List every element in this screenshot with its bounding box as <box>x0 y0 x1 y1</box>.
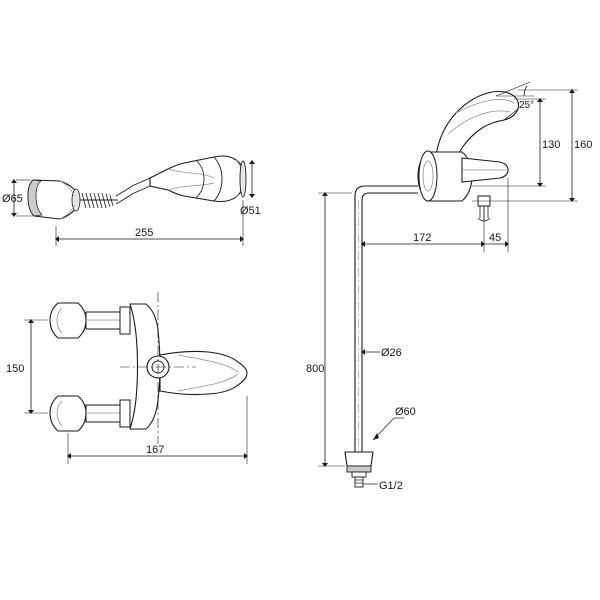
label-handset-length: 255 <box>135 227 153 239</box>
side-mixer-body <box>417 150 509 222</box>
label-spout-angle: 25° <box>519 100 534 111</box>
front-view <box>24 292 248 464</box>
side-spout <box>436 90 520 167</box>
dimension-hose-length <box>318 192 352 467</box>
dimension-handset-diameter-left <box>11 179 33 217</box>
label-handle-projection: 45 <box>489 232 501 244</box>
label-total-height: 160 <box>574 139 592 151</box>
dimension-handset-length <box>55 200 244 246</box>
side-hose <box>354 185 418 455</box>
label-handset-diameter-right: Ø51 <box>240 205 261 217</box>
dimension-handset-diameter-right <box>249 160 255 198</box>
dimension-spout-projection <box>361 206 485 252</box>
label-spout-projection: 172 <box>413 232 431 244</box>
front-mixer-body <box>120 292 248 444</box>
dimension-spout-angle <box>495 81 534 97</box>
handset-spray-head <box>27 179 81 220</box>
label-front-width: 167 <box>146 444 164 456</box>
label-outlet-height: 130 <box>542 139 560 151</box>
dimension-handle-projection <box>484 178 509 252</box>
label-base-diameter: Ø60 <box>395 406 416 418</box>
side-view <box>318 81 578 488</box>
dimension-front-height <box>24 319 48 414</box>
handset-body <box>149 155 247 203</box>
label-handset-diameter-left: Ø65 <box>2 193 23 205</box>
front-inlet-lower <box>49 395 131 432</box>
dimension-base-diameter <box>372 417 404 441</box>
handset-view <box>11 155 255 246</box>
label-hose-diameter: Ø26 <box>381 347 402 359</box>
label-hose-length: 800 <box>306 363 324 375</box>
handset-flex-hose <box>80 177 151 209</box>
dimension-text-layer: Ø65 Ø51 255 150 167 25° 130 160 172 45 8… <box>2 100 592 492</box>
dimension-outlet-height <box>472 98 546 187</box>
dimension-front-width <box>67 396 248 464</box>
label-thread-size: G1/2 <box>379 480 403 492</box>
dimension-hose-diameter <box>361 349 380 355</box>
label-front-height: 150 <box>6 363 24 375</box>
front-inlet-upper <box>49 302 131 339</box>
side-base-flange <box>344 451 374 488</box>
dimension-total-height <box>472 89 578 202</box>
